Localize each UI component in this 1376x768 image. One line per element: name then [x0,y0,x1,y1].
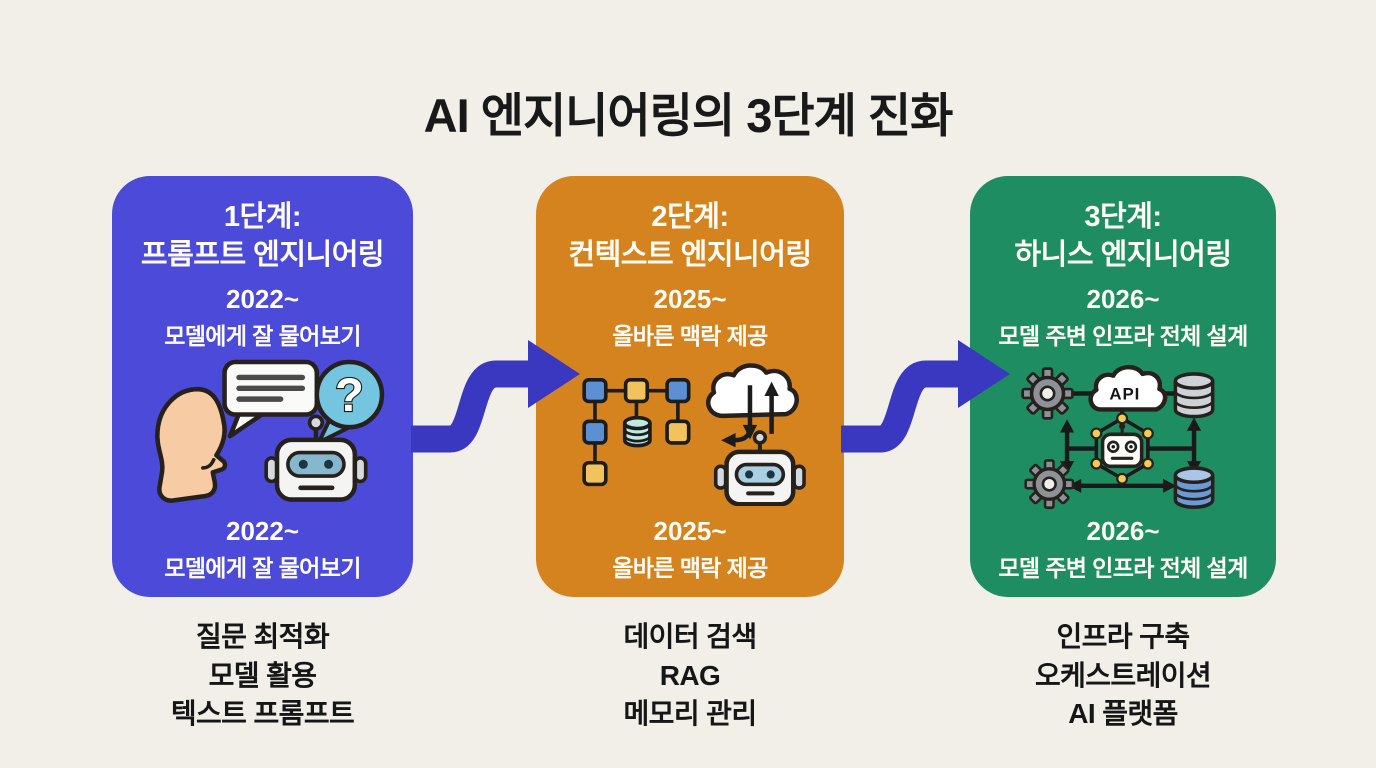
stage1-card: 1단계: 프롬프트 엔지니어링 2022~ 모델에게 잘 물어보기 ? [112,176,413,597]
robot-eye-left [298,459,308,469]
stage1-keyword-2: 모델 활용 [208,659,317,691]
human-ai-chat-icon: ? [134,355,392,503]
robot2-eye-right [766,470,775,479]
flow-node-yellow-1 [623,378,649,404]
api-cloud-icon [1088,364,1168,412]
stage2-heading: 2단계: 컨텍스트 엔지니어링 [568,198,812,275]
question-bubble-icon [314,359,384,430]
stage1-heading-line2: 프롬프트 엔지니어링 [140,239,385,272]
stage1-description-repeat: 모델에게 잘 물어보기 [164,555,361,581]
human-head-icon [154,386,227,503]
stage1-period-repeat: 2022~ [225,516,300,546]
flow-arrow-stage1-to-stage2 [411,340,580,453]
robot2-visor [734,463,785,487]
gear-icon-top [1021,367,1074,420]
human-ai-chat-icon-svg: ? [154,359,384,503]
stage1-heading: 1단계: 프롬프트 엔지니어링 [140,198,385,275]
stage3-period-repeat: 2026~ [1086,516,1160,546]
stage2-heading-line2: 컨텍스트 엔지니어링 [568,239,812,272]
stage2-period-repeat: 2025~ [653,516,727,546]
stage2-card: 2단계: 컨텍스트 엔지니어링 2025~ 올바른 맥락 제공 [536,176,844,597]
gear-icon-bottom [1024,458,1075,509]
database-icon-blue [1173,466,1215,509]
stage2-keyword-2: RAG [659,659,721,691]
stage3-description: 모델 주변 인프라 전체 설계 [998,322,1248,349]
stage3-keyword-3: AI 플랫폼 [1068,698,1178,730]
robot-antenna-tip [307,414,324,431]
flow-arrow-stage2-to-stage3 [841,340,1010,453]
flow-node-yellow-2 [664,419,690,445]
stage3-keyword-2: 오케스트레이션 [1034,659,1212,691]
flow-node-yellow-3 [581,461,608,487]
stage2-description: 올바른 맥락 제공 [612,322,768,349]
cloud-sync-arrows [720,381,779,448]
stage2-keyword-3: 메모리 관리 [623,698,758,730]
stage3-heading: 3단계: 하니스 엔지니어링 [1014,198,1233,275]
context-icon-svg [581,363,806,507]
robot-visor [285,450,346,478]
database-icon-small [622,416,652,448]
stage1-period: 2022~ [225,283,300,314]
stage1-keyword-3: 텍스트 프롬프트 [170,698,355,730]
flowchart-connectors [592,389,680,464]
stage3-heading-line2: 하니스 엔지니어링 [1014,239,1233,272]
database-icon-gray [1173,371,1215,419]
stage2-period: 2025~ [653,283,727,314]
stage3-keywords: 인프라 구축 오케스트레이션 AI 플랫폼 [970,618,1276,734]
stage3-keyword-1: 인프라 구축 [1056,621,1191,652]
stage2-heading-line1: 2단계: [651,201,729,233]
stage1-keyword-1: 질문 최적화 [196,621,330,652]
harness-infrastructure-icon: API [1012,355,1234,509]
stage2-keywords: 데이터 검색 RAG 메모리 관리 [536,618,844,734]
human-mouth [200,457,215,470]
robot2-ear-left [713,464,727,491]
stage1-description: 모델에게 잘 물어보기 [164,322,361,349]
stage2-keyword-1: 데이터 검색 [623,621,758,652]
stage3-card: 3단계: 하니스 엔지니어링 2026~ 모델 주변 인프라 전체 설계 [970,176,1276,597]
api-label: API [1109,384,1140,403]
robot2-eye-left [744,470,753,479]
stage2-description-repeat: 올바른 맥락 제공 [612,555,768,581]
question-mark-glyph: ? [335,368,364,421]
flow-node-blue-1 [581,378,608,404]
stage1-keywords: 질문 최적화 모델 활용 텍스트 프롬프트 [112,618,413,734]
stage3-description-repeat: 모델 주변 인프라 전체 설계 [998,555,1248,581]
context-pipeline-cloud-robot-icon [573,355,808,507]
flow-node-blue-3 [581,419,608,445]
cloud-icon [705,363,799,419]
robot2-ear-right [791,464,806,491]
robot2-antenna-tip [752,430,767,445]
robot3-head-icon [1100,422,1144,468]
stage3-period: 2026~ [1086,283,1160,314]
harness-icon-svg: API [1021,364,1215,509]
robot-eye-right [323,459,333,469]
stage1-heading-line1: 1단계: [223,201,302,233]
stage3-heading-line1: 3단계: [1084,201,1162,233]
page-title: AI 엔지니어링의 3단계 진화 [423,89,954,143]
flow-node-blue-2 [664,378,690,404]
